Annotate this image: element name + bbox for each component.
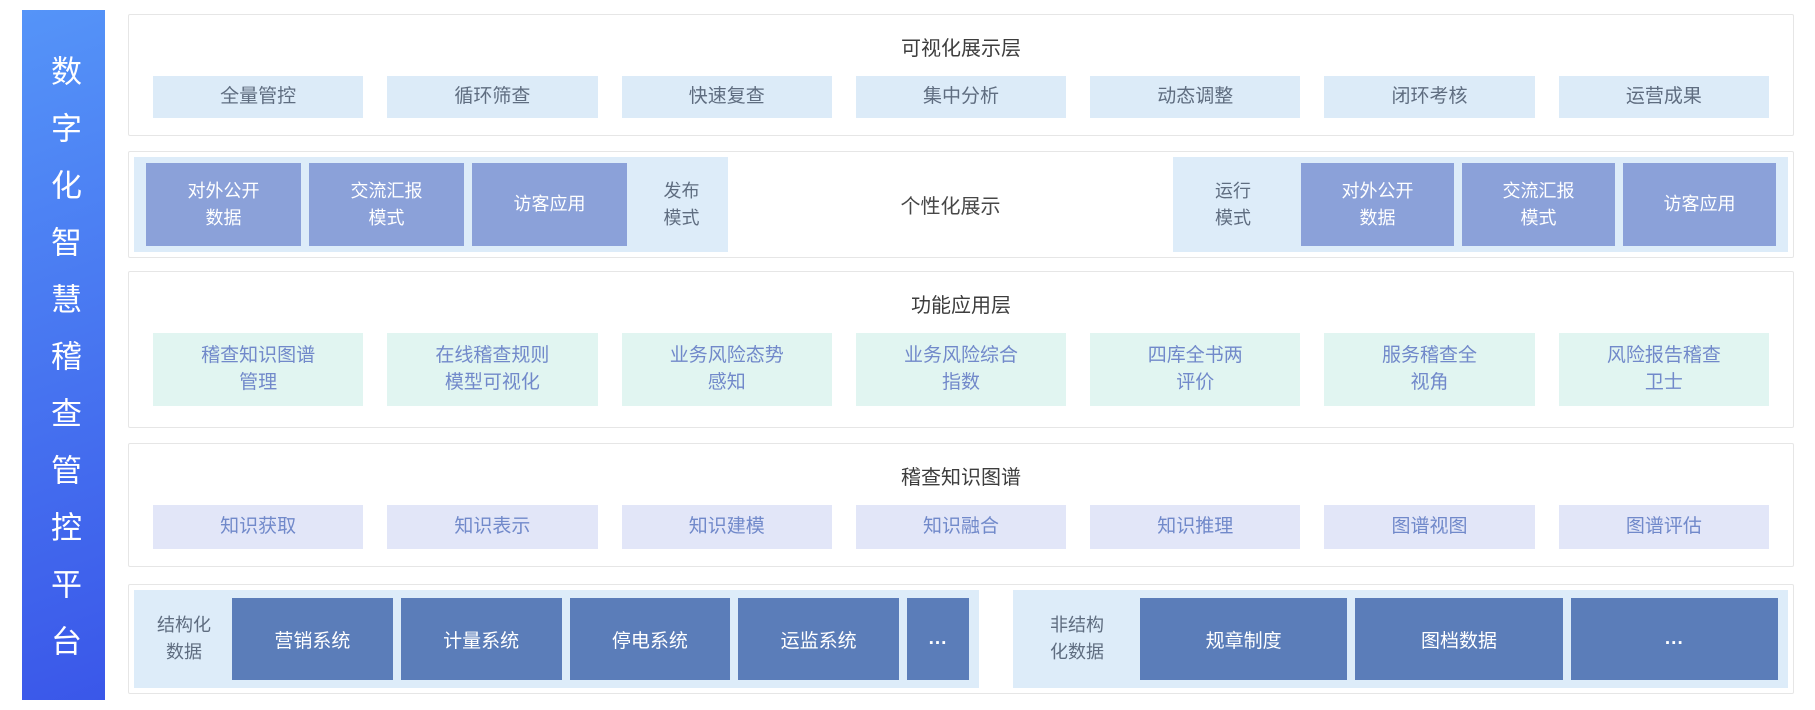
layer-data-sources: 结构化 数据 营销系统计量系统停电系统运监系统... 非结构 化数据 规章制度图…	[128, 584, 1794, 694]
knowledge-graph-item: 图谱评估	[1558, 505, 1769, 549]
structured-data-item: 运监系统	[738, 598, 899, 680]
layer-visualization-title: 可视化展示层	[901, 38, 1021, 60]
run-mode-item: 对外公开 数据	[1301, 163, 1454, 246]
structured-data-label: 结构化 数据	[157, 615, 211, 662]
structured-data-item: ...	[907, 598, 969, 680]
visualization-item: 运营成果	[1558, 76, 1769, 118]
unstructured-data-item: ...	[1570, 598, 1778, 680]
visualization-item: 快速复查	[621, 76, 832, 118]
structured-data-item: 计量系统	[400, 598, 562, 680]
publish-mode-panel: 对外公开 数据交流汇报 模式访客应用 发布 模式	[134, 157, 728, 252]
run-mode-label: 运行 模式	[1215, 180, 1251, 228]
structured-data-item: 营销系统	[232, 598, 393, 680]
knowledge-graph-item: 知识推理	[1090, 505, 1301, 549]
publish-mode-item: 访客应用	[472, 163, 627, 246]
knowledge-graph-item: 知识获取	[153, 505, 364, 549]
visualization-item: 循环筛查	[387, 76, 598, 118]
unstructured-data-item: 图档数据	[1355, 598, 1563, 680]
run-mode-item: 访客应用	[1623, 163, 1776, 246]
unstructured-data-items: 规章制度图档数据...	[1140, 598, 1778, 680]
function-application-item: 业务风险态势 感知	[621, 333, 832, 406]
function-application-item: 四库全书两 评价	[1090, 333, 1301, 406]
personalized-display-label: 个性化展示	[728, 157, 1173, 252]
function-application-item: 稽查知识图谱 管理	[153, 333, 364, 406]
structured-data-item: 停电系统	[569, 598, 731, 680]
publish-mode-item: 交流汇报 模式	[309, 163, 464, 246]
knowledge-graph-item: 知识表示	[387, 505, 598, 549]
layer-function-application: 功能应用层 稽查知识图谱 管理在线稽查规则 模型可视化业务风险态势 感知业务风险…	[128, 271, 1794, 428]
knowledge-graph-item: 知识融合	[855, 505, 1067, 549]
run-mode-panel: 运行 模式 对外公开 数据交流汇报 模式访客应用	[1173, 157, 1788, 252]
function-application-item: 业务风险综合 指数	[855, 333, 1067, 406]
layer-display-modes: 对外公开 数据交流汇报 模式访客应用 发布 模式 个性化展示 运行 模式 对外公…	[128, 151, 1794, 258]
knowledge-graph-item: 知识建模	[621, 505, 832, 549]
function-application-item: 服务稽查全 视角	[1324, 333, 1535, 406]
layer-function-application-title: 功能应用层	[911, 295, 1011, 317]
layer-knowledge-graph-items: 知识获取知识表示知识建模知识融合知识推理图谱视图图谱评估	[129, 505, 1793, 549]
diagram-content: 可视化展示层 全量管控循环筛查快速复查集中分析动态调整闭环考核运营成果 对外公开…	[128, 0, 1794, 710]
publish-mode-label: 发布 模式	[663, 180, 700, 228]
function-application-item: 在线稽查规则 模型可视化	[387, 333, 598, 406]
visualization-item: 全量管控	[153, 76, 364, 118]
platform-sidebar: 数字化智慧稽查管控平台	[22, 10, 105, 700]
publish-mode-item: 对外公开 数据	[146, 163, 301, 246]
unstructured-data-panel: 非结构 化数据 规章制度图档数据...	[1013, 590, 1788, 688]
knowledge-graph-item: 图谱视图	[1324, 505, 1535, 549]
function-application-item: 风险报告稽查 卫士	[1558, 333, 1769, 406]
structured-data-items: 营销系统计量系统停电系统运监系统...	[232, 598, 969, 680]
visualization-item: 动态调整	[1090, 76, 1301, 118]
layer-visualization: 可视化展示层 全量管控循环筛查快速复查集中分析动态调整闭环考核运营成果	[128, 14, 1794, 136]
layer-knowledge-graph-title: 稽查知识图谱	[901, 467, 1021, 489]
unstructured-data-item: 规章制度	[1140, 598, 1348, 680]
unstructured-data-label: 非结构 化数据	[1050, 615, 1104, 662]
layer-function-application-items: 稽查知识图谱 管理在线稽查规则 模型可视化业务风险态势 感知业务风险综合 指数四…	[129, 333, 1793, 406]
structured-data-panel: 结构化 数据 营销系统计量系统停电系统运监系统...	[134, 590, 979, 688]
visualization-item: 闭环考核	[1324, 76, 1535, 118]
platform-title: 数字化智慧稽查管控平台	[46, 54, 81, 682]
visualization-item: 集中分析	[855, 76, 1067, 118]
run-mode-item: 交流汇报 模式	[1462, 163, 1615, 246]
layer-visualization-items: 全量管控循环筛查快速复查集中分析动态调整闭环考核运营成果	[129, 76, 1793, 118]
layer-knowledge-graph: 稽查知识图谱 知识获取知识表示知识建模知识融合知识推理图谱视图图谱评估	[128, 443, 1794, 567]
